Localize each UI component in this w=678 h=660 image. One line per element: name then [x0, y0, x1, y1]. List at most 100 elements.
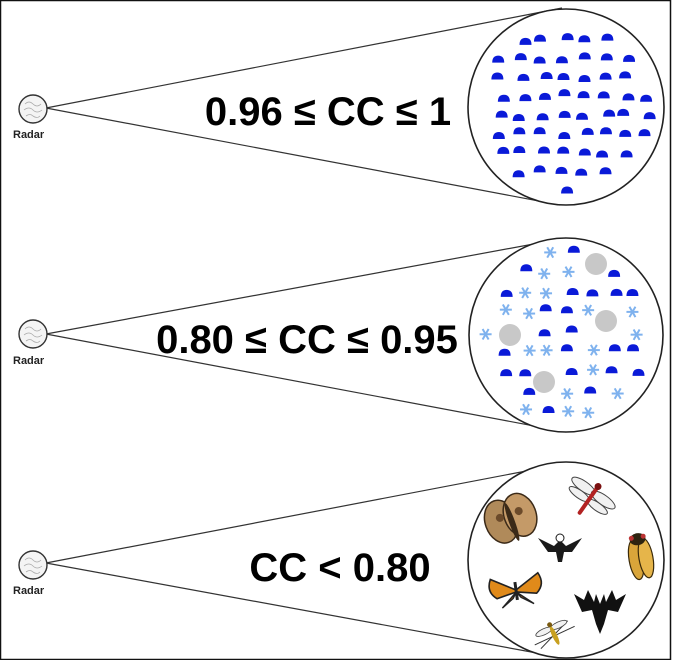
raindrop-icon: [627, 344, 640, 352]
raindrop-icon: [558, 131, 571, 139]
raindrop-icon: [623, 54, 636, 62]
raindrop-icon: [555, 56, 568, 64]
bat-icon: [574, 590, 626, 634]
raindrop-icon: [586, 289, 599, 297]
raindrop-icon: [597, 91, 610, 99]
raindrop-icon: [558, 110, 571, 118]
snowflake-icon: [582, 304, 595, 316]
raindrop-icon: [537, 146, 550, 154]
raindrop-icon: [643, 112, 656, 120]
raindrop-icon: [605, 366, 618, 374]
raindrop-icon: [578, 35, 591, 43]
raindrop-icon: [619, 129, 632, 137]
raindrop-icon: [584, 386, 597, 394]
raindrop-icon: [519, 37, 532, 45]
beam-upper-line: [45, 237, 567, 335]
raindrop-icon: [601, 33, 614, 41]
snowflake-icon: [582, 407, 595, 419]
raindrop-icon: [540, 71, 553, 79]
snowflake-icon: [561, 387, 574, 400]
raindrop-icon: [578, 75, 591, 83]
raindrop-icon: [576, 112, 589, 120]
raindrop-icon: [560, 344, 573, 352]
snowflake-icon: [544, 246, 557, 259]
raindrop-icon: [560, 306, 573, 314]
raindrop-icon: [561, 33, 574, 41]
raindrop-icon: [497, 94, 510, 102]
raindrop-icon: [600, 53, 613, 61]
raindrop-icon: [555, 166, 568, 174]
snowflake-icon: [562, 266, 575, 278]
snowflake-icon: [611, 387, 624, 400]
moth-icon: [483, 492, 538, 544]
raindrop-icon: [538, 92, 551, 100]
snowflake-icon: [523, 307, 536, 320]
raindrop-icon: [567, 245, 580, 253]
raindrop-icon: [638, 129, 651, 137]
raindrop-icon: [575, 168, 588, 176]
beam-lower-line: [45, 562, 565, 659]
raindrop-icon: [581, 127, 594, 135]
beam-upper-line: [45, 7, 563, 109]
hailstone-icon: [499, 324, 521, 346]
raindrop-icon: [513, 127, 526, 135]
hailstone-icon: [533, 371, 555, 393]
raindrop-icon: [578, 148, 591, 156]
raindrop-icon: [596, 150, 609, 158]
raindrop-icon: [497, 146, 510, 154]
raindrop-icon: [538, 329, 551, 337]
raindrop-icon: [491, 72, 504, 80]
raindrop-icon: [519, 369, 532, 377]
beam-lower-line: [45, 333, 567, 433]
raindrop-icon: [577, 91, 590, 99]
butterfly-icon: [488, 571, 543, 609]
panel-mid-cc: Radar 0.80 ≤ CC ≤ 0.95: [13, 237, 664, 433]
raindrop-icon: [557, 72, 570, 80]
raindrop-icon: [520, 264, 533, 272]
raindrop-icon: [542, 406, 555, 414]
radar-icon: [18, 550, 48, 580]
raindrop-icon: [500, 369, 513, 377]
cc-range-label: 0.80 ≤ CC ≤ 0.95: [156, 318, 458, 362]
snowflake-icon: [540, 344, 553, 356]
radar-label: Radar: [13, 355, 45, 367]
snowflake-icon: [520, 403, 533, 416]
snowflake-icon: [540, 287, 553, 300]
raindrop-icon: [640, 94, 653, 102]
raindrop-icon: [523, 387, 536, 395]
radar-icon: [18, 94, 48, 124]
sample-volume-circle: [468, 237, 664, 433]
raindrop-icon: [622, 93, 635, 101]
raindrop-icon: [533, 34, 546, 42]
cc-range-label: CC < 0.80: [249, 546, 430, 590]
eagle-icon: [538, 533, 582, 566]
raindrop-icon: [610, 288, 623, 296]
hailstone-icon: [585, 253, 607, 275]
snowflake-icon: [626, 306, 639, 318]
raindrop-icon: [498, 348, 511, 356]
raindrop-icon: [539, 304, 552, 312]
snowflake-icon: [562, 405, 575, 418]
raindrop-icon: [578, 52, 591, 60]
raindrop-icon: [533, 165, 546, 173]
radar-label: Radar: [13, 585, 45, 597]
raindrop-icon: [617, 108, 630, 116]
raindrop-icon: [626, 288, 639, 296]
raindrop-icon: [632, 368, 645, 376]
raindrop-icon: [599, 72, 612, 80]
beam-lower-line: [45, 107, 561, 206]
raindrop-icon: [619, 71, 632, 79]
raindrop-icon: [557, 146, 570, 154]
panel-high-cc: Radar 0.96 ≤ CC ≤ 1: [13, 7, 665, 206]
raindrop-icon: [561, 186, 574, 194]
raindrop-icon: [533, 56, 546, 64]
raindrop-icon: [566, 287, 579, 295]
raindrop-icon: [536, 113, 549, 121]
raindrop-icon: [492, 131, 505, 139]
snowflake-icon: [479, 328, 492, 340]
dragonfly-icon: [568, 476, 616, 515]
raindrop-icon: [495, 110, 508, 118]
mixed-precip-group: [479, 245, 645, 419]
beam-upper-line: [45, 462, 569, 564]
